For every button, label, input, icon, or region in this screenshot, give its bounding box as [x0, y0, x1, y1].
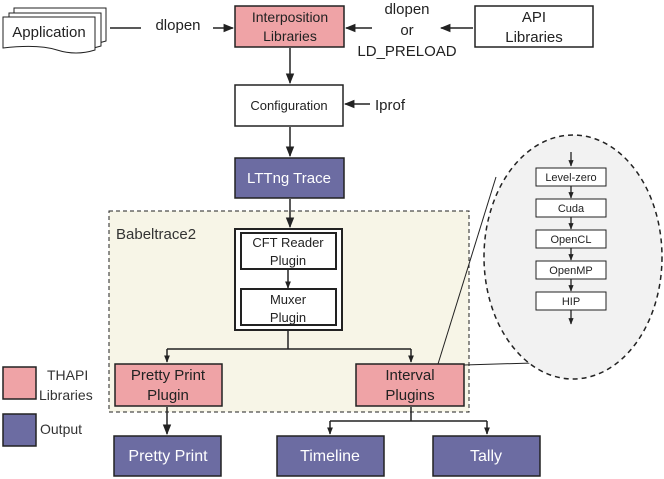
interval-plugins-line2: Plugins — [385, 387, 434, 404]
pretty-print-plugin-line2: Plugin — [147, 387, 189, 404]
legend-thapi-swatch — [2, 366, 37, 400]
legend-output-label: Output — [40, 421, 82, 437]
interval-plugins-line1: Interval — [385, 367, 434, 384]
backend-label: OpenMP — [549, 265, 592, 277]
muxer-plugin-line2: Plugin — [270, 310, 306, 325]
dlopen-or-preload-line1: dlopen — [384, 1, 429, 18]
zoom-line-top — [437, 176, 497, 365]
tally-output-label: Tally — [470, 448, 502, 465]
interposition-libraries-line1: Interposition — [252, 9, 328, 25]
api-libraries-box — [474, 5, 594, 48]
backend-label: Level-zero — [545, 172, 596, 184]
backend-label: HIP — [562, 296, 580, 308]
dlopen-or-preload-line2: or — [400, 22, 413, 39]
interval-plugins-box — [355, 363, 465, 407]
backend-label: Cuda — [558, 203, 585, 215]
pretty-print-output-box — [113, 435, 222, 477]
timeline-output-box — [276, 435, 385, 477]
legend-output-swatch — [2, 413, 37, 447]
dlopen-or-preload-line3: LD_PRELOAD — [357, 43, 456, 60]
api-libraries-line2: Libraries — [505, 29, 563, 46]
cft-reader-plugin-box — [240, 232, 337, 270]
pretty-print-output-label: Pretty Print — [128, 448, 208, 465]
legend-thapi-line1: THAPI — [47, 367, 88, 383]
lttng-trace-box — [234, 157, 345, 199]
application-label: Application — [12, 24, 85, 41]
muxer-plugin-box — [240, 288, 337, 326]
lttng-trace-label: LTTng Trace — [247, 170, 331, 187]
dlopen-label-left: dlopen — [155, 17, 200, 34]
babeltrace-group-label: Babeltrace2 — [116, 226, 196, 243]
interposition-libraries-box — [234, 5, 345, 48]
application-node: Application — [2, 7, 107, 54]
iprof-label: Iprof — [375, 97, 406, 114]
configuration-box — [234, 84, 344, 127]
interposition-libraries-line2: Libraries — [263, 28, 317, 44]
api-libraries-line1: API — [522, 9, 546, 26]
legend-thapi-line2: Libraries — [39, 387, 93, 403]
cft-reader-plugin-line1: CFT Reader — [252, 235, 324, 250]
backend-label: OpenCL — [551, 234, 592, 246]
pretty-print-plugin-line1: Pretty Print — [131, 367, 206, 384]
configuration-label: Configuration — [250, 98, 327, 113]
timeline-output-label: Timeline — [300, 448, 360, 465]
muxer-plugin-line1: Muxer — [270, 292, 307, 307]
tally-output-box — [432, 435, 541, 477]
pretty-print-plugin-box — [114, 363, 223, 407]
cft-reader-plugin-line2: Plugin — [270, 253, 306, 268]
